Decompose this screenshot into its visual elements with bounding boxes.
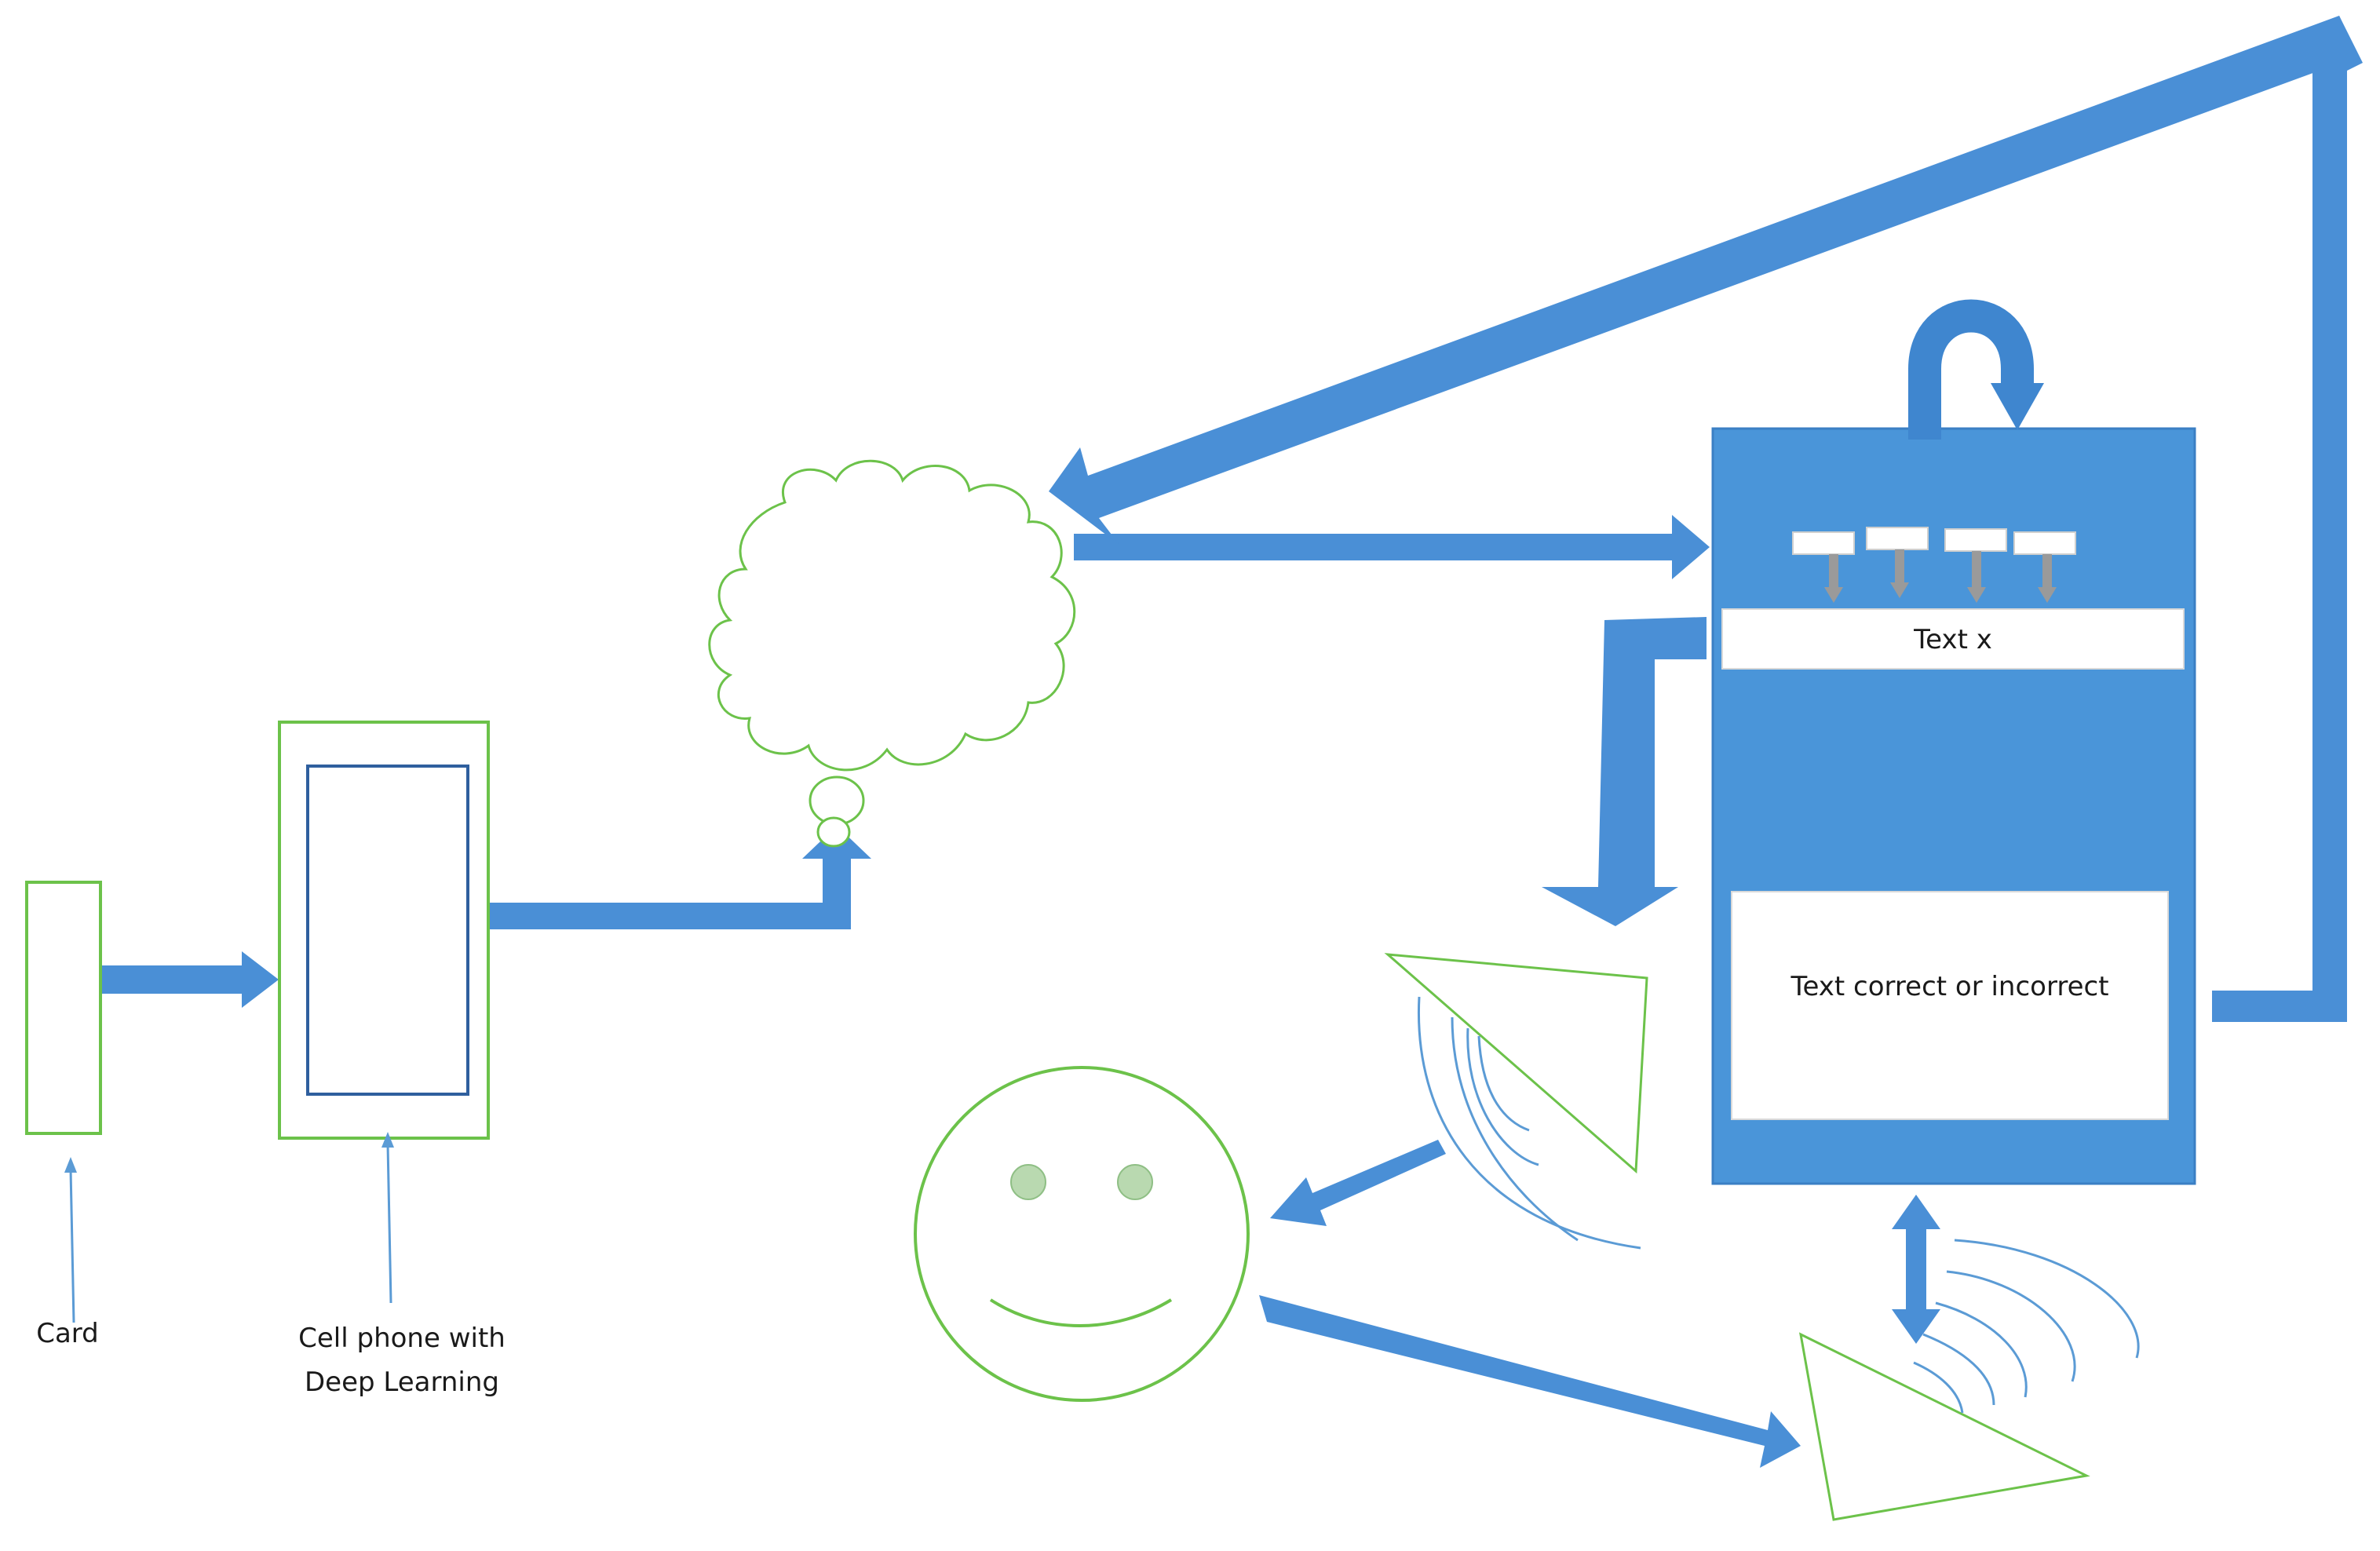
arrow-phone-to-cloud: [490, 826, 871, 929]
speaker-icon: [1799, 1332, 2090, 1521]
phone-screen: [306, 765, 469, 1096]
cloud-icon: [708, 459, 1076, 848]
arrow-speaker-to-face: [1270, 1140, 1446, 1226]
key-4: [2013, 531, 2076, 603]
double-arrow-device-speaker: [1892, 1195, 1940, 1344]
arrow-cloud-to-device: [1074, 515, 1710, 579]
card-label: Card: [36, 1318, 99, 1349]
key-2: [1866, 527, 1929, 598]
arrow-return-top-cap: [2312, 16, 2363, 71]
card-pointer-arrow: [64, 1157, 77, 1323]
text-x-label: Text x: [1913, 624, 1992, 655]
arrow-card-to-phone: [102, 951, 279, 1008]
smiley-face-icon: [914, 1066, 1250, 1402]
key-3: [1944, 528, 2007, 603]
arrow-loop-right-side: [2212, 71, 2347, 1022]
arrow-face-to-speaker: [1259, 1295, 1801, 1468]
phone-pointer-arrow: [381, 1132, 394, 1304]
key-row: [1792, 527, 2076, 603]
result-box: [1731, 891, 2169, 1120]
circular-arrow-icon: [1908, 299, 2044, 440]
key-1: [1792, 531, 1855, 603]
speaker-bottom: [1799, 1239, 2140, 1521]
arrow-return-to-cloud: [1049, 16, 2358, 545]
text-x-box: [1721, 608, 2185, 670]
card-box: [25, 881, 102, 1135]
speaker-top: [1384, 953, 1648, 1250]
result-label: Text correct or incorrect: [1790, 971, 2108, 1002]
speaker-icon: [1384, 953, 1648, 1174]
phone-label-line1: Cell phone with: [298, 1323, 506, 1354]
phone-label-line2: Deep Learning: [305, 1367, 499, 1398]
arrow-device-to-speaker: [1542, 617, 1707, 926]
